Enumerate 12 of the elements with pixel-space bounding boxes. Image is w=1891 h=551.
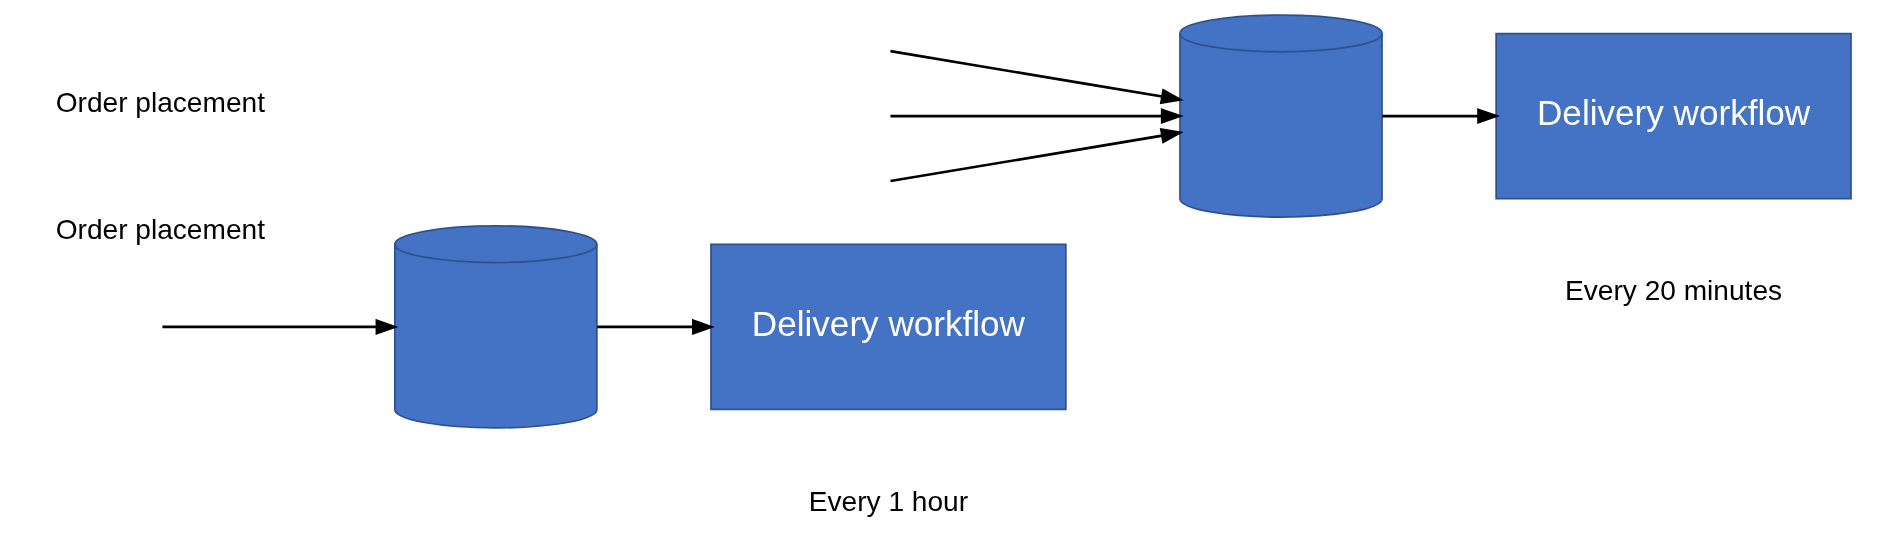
arrow <box>1382 108 1501 125</box>
node-box: Delivery workflow <box>710 243 1067 411</box>
arrow <box>890 108 1184 125</box>
node-label: Every 20 minutes <box>1565 275 1783 307</box>
arrow <box>597 318 715 335</box>
label: Order placement <box>55 87 265 119</box>
arrow <box>890 49 1184 105</box>
node-label: Every 1 hour <box>808 485 969 517</box>
arrow <box>890 127 1184 183</box>
label: Order placement <box>55 213 265 245</box>
arrow <box>162 318 399 335</box>
node-box: Delivery workflow <box>1495 32 1852 200</box>
